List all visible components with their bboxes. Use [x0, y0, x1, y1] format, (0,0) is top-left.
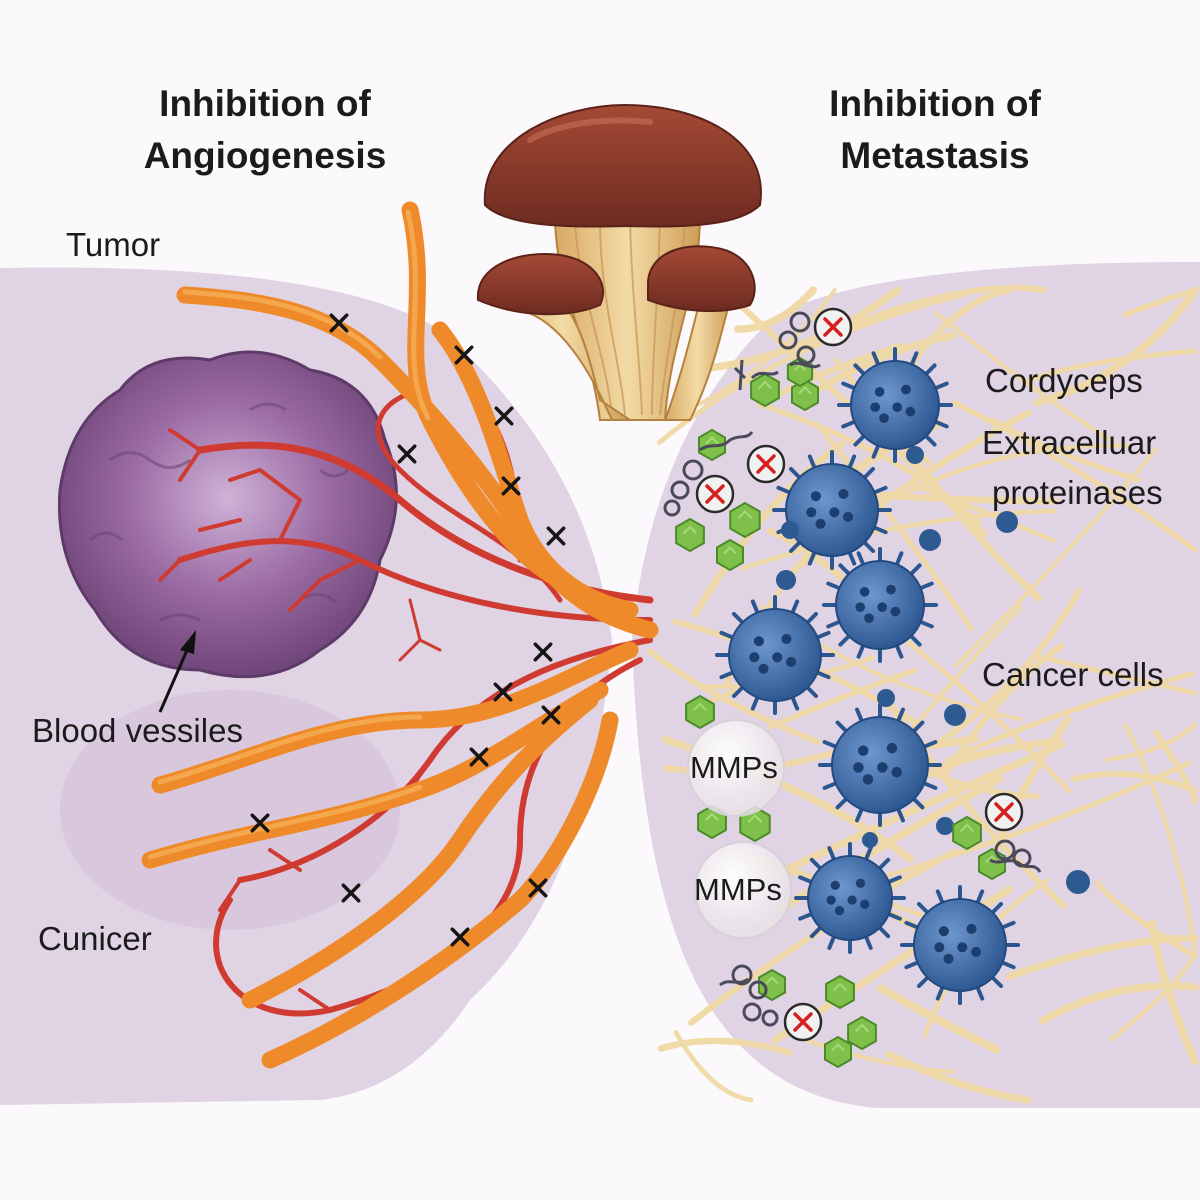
cordyceps-delivery-tubes-highlight	[147, 209, 431, 860]
cancer-cell-icon	[772, 450, 892, 570]
blood-vessels-label: Blood vessiles	[32, 712, 243, 749]
mushroom-icon	[476, 103, 762, 421]
cancer-cells	[715, 347, 1020, 1005]
inhibition-x-icon	[695, 307, 1024, 1042]
angiogenesis-title-line1: Inhibition of	[159, 83, 371, 124]
extracellular-proteinases-label-line2: proteinases	[992, 474, 1163, 511]
angiogenesis-title-line2: Angiogenesis	[143, 135, 387, 176]
proteinase-inhibitor-molecules	[663, 311, 1042, 1027]
metastasis-title: Inhibition of Metastasis	[770, 78, 1100, 182]
cancer-cell-icon	[837, 347, 953, 463]
cancer-cell-icon	[822, 547, 938, 663]
mmps-label-2: MMPs	[694, 872, 782, 907]
extracellular-proteinases-label-line1: Extracelluar	[982, 424, 1157, 461]
cordyceps-delivery-tubes	[141, 201, 659, 1069]
metastasis-title-line2: Metastasis	[840, 135, 1030, 176]
mmps-label-1: MMPs	[690, 750, 778, 785]
mmp-label-bubbles	[687, 719, 792, 939]
cancer-cells-label: Cancer cells	[982, 656, 1164, 693]
metastasis-title-line1: Inhibition of	[829, 83, 1041, 124]
cell-debris-dots	[776, 446, 1090, 894]
cancer-cell-icon	[794, 842, 906, 954]
arrow-icon	[158, 630, 196, 713]
cancer-cell-icon	[900, 885, 1020, 1005]
cancer-left-label: Cunicer	[38, 920, 152, 957]
tumor-label: Tumor	[66, 226, 161, 263]
cancer-cell-icon	[715, 595, 835, 715]
cancer-cell-icon	[818, 703, 942, 827]
angiogenesis-title: Inhibition of Angiogenesis	[100, 78, 430, 182]
cordyceps-label: Cordyceps	[985, 362, 1143, 399]
tumor-icon	[57, 350, 398, 679]
